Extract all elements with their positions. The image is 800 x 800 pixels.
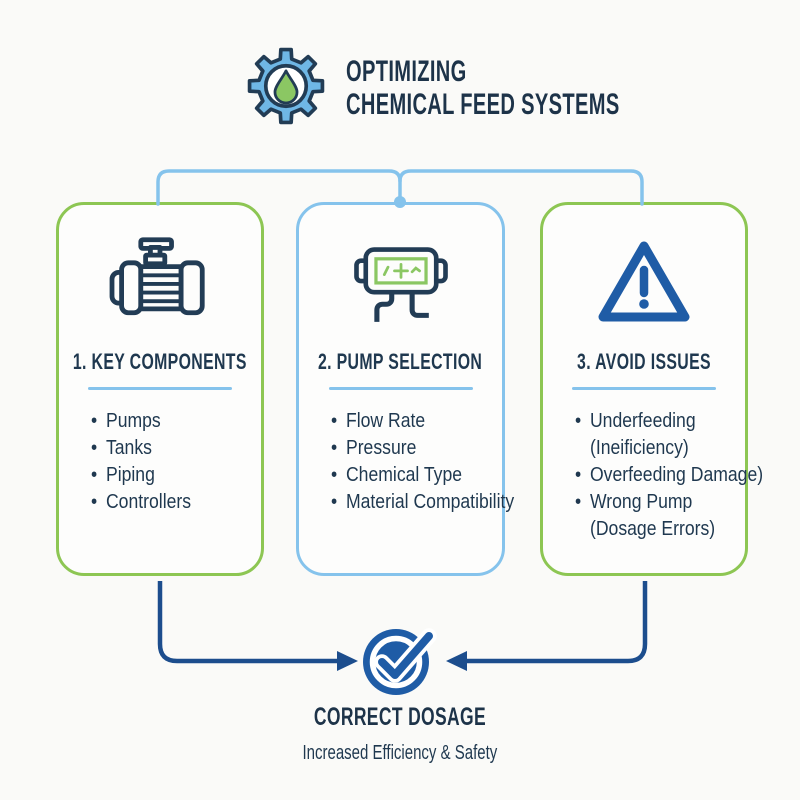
list-item: Piping <box>91 462 292 489</box>
card-list: Flow Rate Pressure Chemical Type Materia… <box>331 408 532 516</box>
list-item: Tanks <box>91 435 292 462</box>
card-avoid-issues: 3. AVOID ISSUES Underfeeding (Ineificien… <box>540 202 763 576</box>
page-title: OPTIMIZING CHEMICAL FEED SYSTEMS <box>346 51 754 121</box>
card-list: Underfeeding (Ineificiency) Overfeeding … <box>575 408 776 543</box>
warning-triangle-icon <box>594 231 694 333</box>
list-item: Underfeeding (Ineificiency) <box>575 408 776 462</box>
result-subtitle: Increased Efficiency & Safety <box>302 742 498 764</box>
list-item: Overfeeding Damage) <box>575 462 776 489</box>
list-item: Chemical Type <box>331 462 532 489</box>
list-item: Wrong Pump (Dosage Errors) <box>575 489 776 543</box>
top-connector-left <box>156 169 402 206</box>
title-divider <box>328 387 473 390</box>
card-title: 2. PUMP SELECTION <box>318 349 483 374</box>
card-pump-selection: 2. PUMP SELECTION Flow Rate Pressure Che… <box>296 202 514 576</box>
card-list: Pumps Tanks Piping Controllers <box>91 408 292 516</box>
card-key-components: 1. KEY COMPONENTS Pumps Tanks Piping Con… <box>56 202 264 576</box>
check-circle-icon <box>357 621 443 699</box>
list-item: Controllers <box>91 489 292 516</box>
page-title-line1: OPTIMIZING <box>346 55 467 88</box>
title-divider <box>572 387 716 390</box>
list-item: Material Compatibility <box>331 489 532 516</box>
list-item: Pumps <box>91 408 292 435</box>
page-title-line2: CHEMICAL FEED SYSTEMS <box>346 88 620 121</box>
result-section: CORRECT DOSAGE Increased Efficiency & Sa… <box>0 621 800 765</box>
list-item: Pressure <box>331 435 532 462</box>
gear-droplet-icon <box>240 40 332 132</box>
card-title: 3. AVOID ISSUES <box>577 349 711 374</box>
pump-icon <box>102 231 218 333</box>
header: OPTIMIZING CHEMICAL FEED SYSTEMS <box>240 40 754 132</box>
top-connector-right <box>398 169 644 206</box>
metering-pump-icon <box>345 231 457 333</box>
title-divider <box>88 387 232 390</box>
list-item: Flow Rate <box>331 408 532 435</box>
result-title: CORRECT DOSAGE <box>313 703 487 731</box>
card-title: 1. KEY COMPONENTS <box>73 349 247 374</box>
